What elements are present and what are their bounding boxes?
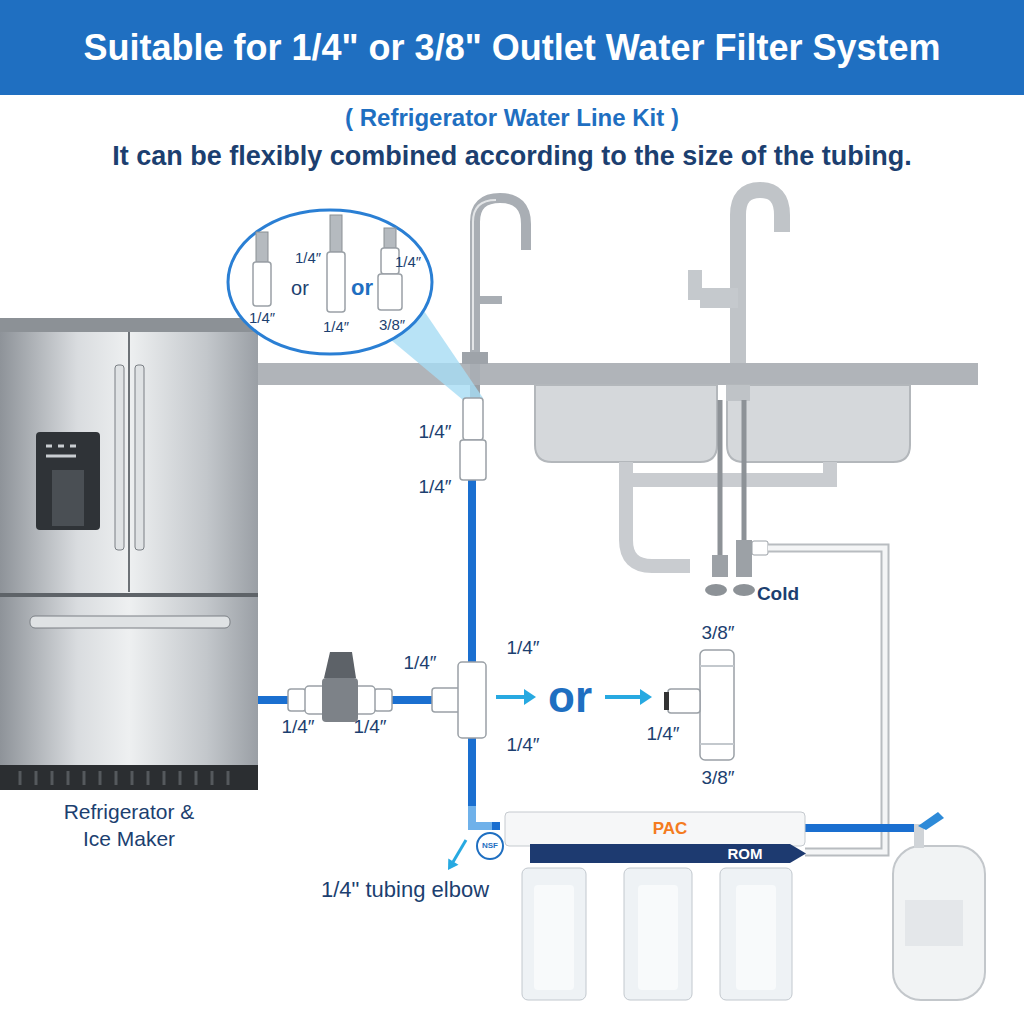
valve-handle: [733, 584, 755, 596]
size-label: 1/4″: [506, 734, 539, 756]
pointer-arrow-head: [640, 689, 652, 705]
valve-label: Cold: [757, 583, 799, 605]
membrane-tag: ROM: [728, 845, 763, 862]
faucet-base: [462, 352, 488, 364]
banner-title: Suitable for 1/4" or 3/8" Outlet Water F…: [83, 27, 940, 68]
faucet-shank: [726, 385, 750, 401]
tee-branch: [668, 689, 700, 713]
title-banner: [0, 0, 1024, 95]
drawer-gap: [0, 593, 258, 597]
filter-cartridge: [638, 885, 678, 990]
reducing-tee: [700, 650, 734, 760]
dispenser-icons: [46, 446, 76, 456]
ro-faucet-highlight: [473, 200, 496, 350]
leader-arrow: [453, 840, 466, 862]
braided-hose: [256, 232, 268, 262]
door-handle: [135, 365, 144, 550]
drawer-handle: [30, 616, 230, 628]
appliance-label: Refrigerator & Ice Maker: [54, 798, 204, 853]
tank-tubing: [805, 824, 914, 832]
adapter-fitting: [253, 262, 271, 306]
filter-canister: [720, 868, 792, 1000]
supply-hose: [720, 400, 744, 555]
union-fitting: [460, 440, 486, 480]
filter-canister: [522, 868, 586, 1000]
size-label: 1/4″: [506, 637, 539, 659]
sink-basin: [535, 385, 717, 462]
tank-valve-handle: [918, 812, 944, 830]
tee-ring: [664, 692, 669, 710]
sink-basin: [727, 385, 910, 462]
pointer-arrow: [496, 695, 524, 699]
size-label: 1/4″: [323, 318, 349, 335]
refrigerator-top: [0, 318, 258, 332]
countertop: [258, 363, 978, 385]
door-gap: [128, 332, 130, 592]
dispenser-recess: [52, 470, 84, 526]
refrigerator-body: [0, 318, 258, 790]
faucet-lever: [480, 296, 502, 304]
leader-arrow-head: [448, 858, 459, 870]
filter-tag: PAC: [653, 819, 688, 839]
size-label: 3/8″: [379, 316, 405, 333]
tee-fitting: [458, 662, 486, 738]
size-label: 1/4″: [418, 476, 451, 498]
ro-faucet: [475, 198, 526, 400]
callout-circle: [228, 210, 432, 354]
valve-collet: [288, 689, 306, 711]
base-grille: [0, 765, 258, 790]
size-label: 1/4″: [249, 309, 275, 326]
grille-slots: [20, 771, 228, 785]
tubing-elbow: [472, 806, 492, 826]
storage-tank: [893, 846, 985, 1000]
braided-hose: [330, 215, 342, 252]
or-word: or: [291, 277, 309, 300]
filter-band: [530, 844, 806, 863]
filter-canister: [624, 868, 692, 1000]
subtitle: ( Refrigerator Water Line Kit ): [345, 104, 679, 132]
size-label: 1/4″: [403, 652, 436, 674]
valve-collet: [374, 689, 392, 711]
size-label: 1/4″: [281, 716, 314, 738]
braided-hose: [384, 228, 396, 248]
angle-valve: [712, 555, 728, 577]
pointer-arrow-head: [524, 689, 536, 705]
sink-faucet-handle: [688, 270, 702, 300]
badge-text: NSF: [482, 841, 498, 850]
tank-sticker: [905, 900, 963, 946]
size-label: 1/4″: [395, 253, 421, 270]
pointer-arrow: [605, 695, 640, 699]
filter-cartridge: [534, 885, 574, 990]
size-label: 1/4″: [646, 723, 679, 745]
size-label: 3/8″: [701, 767, 734, 789]
sink-faucet: [738, 190, 782, 363]
door-handle: [115, 365, 124, 550]
size-label: 3/8″: [701, 622, 734, 644]
sink-faucet-handle: [700, 288, 738, 308]
dispenser: [36, 432, 100, 530]
valve-handle: [324, 652, 356, 678]
refrigerator: Refrigerator & Ice Maker: [0, 318, 258, 859]
nsf-badge: [477, 833, 503, 859]
angle-valve: [736, 540, 752, 577]
or-word: or: [548, 672, 592, 723]
size-label: 1/4″: [353, 716, 386, 738]
adapter-fitting: [327, 252, 345, 312]
valve-tee: [752, 541, 768, 555]
size-label: 1/4″: [295, 249, 321, 266]
filter-head: [505, 812, 805, 846]
ro-filter-system: PAC ROM: [500, 812, 810, 1002]
tee-collar: [700, 666, 734, 744]
valve-core: [322, 678, 358, 722]
callout-label: 1/4" tubing elbow: [321, 877, 489, 902]
adapter-fitting: [378, 274, 402, 310]
faucet-adapter: [463, 398, 483, 440]
subtitle-note: It can be flexibly combined according to…: [112, 141, 912, 172]
filter-cartridge: [736, 885, 776, 990]
size-label: 1/4″: [418, 421, 451, 443]
valve-handle: [705, 584, 727, 596]
or-word: or: [351, 275, 373, 300]
